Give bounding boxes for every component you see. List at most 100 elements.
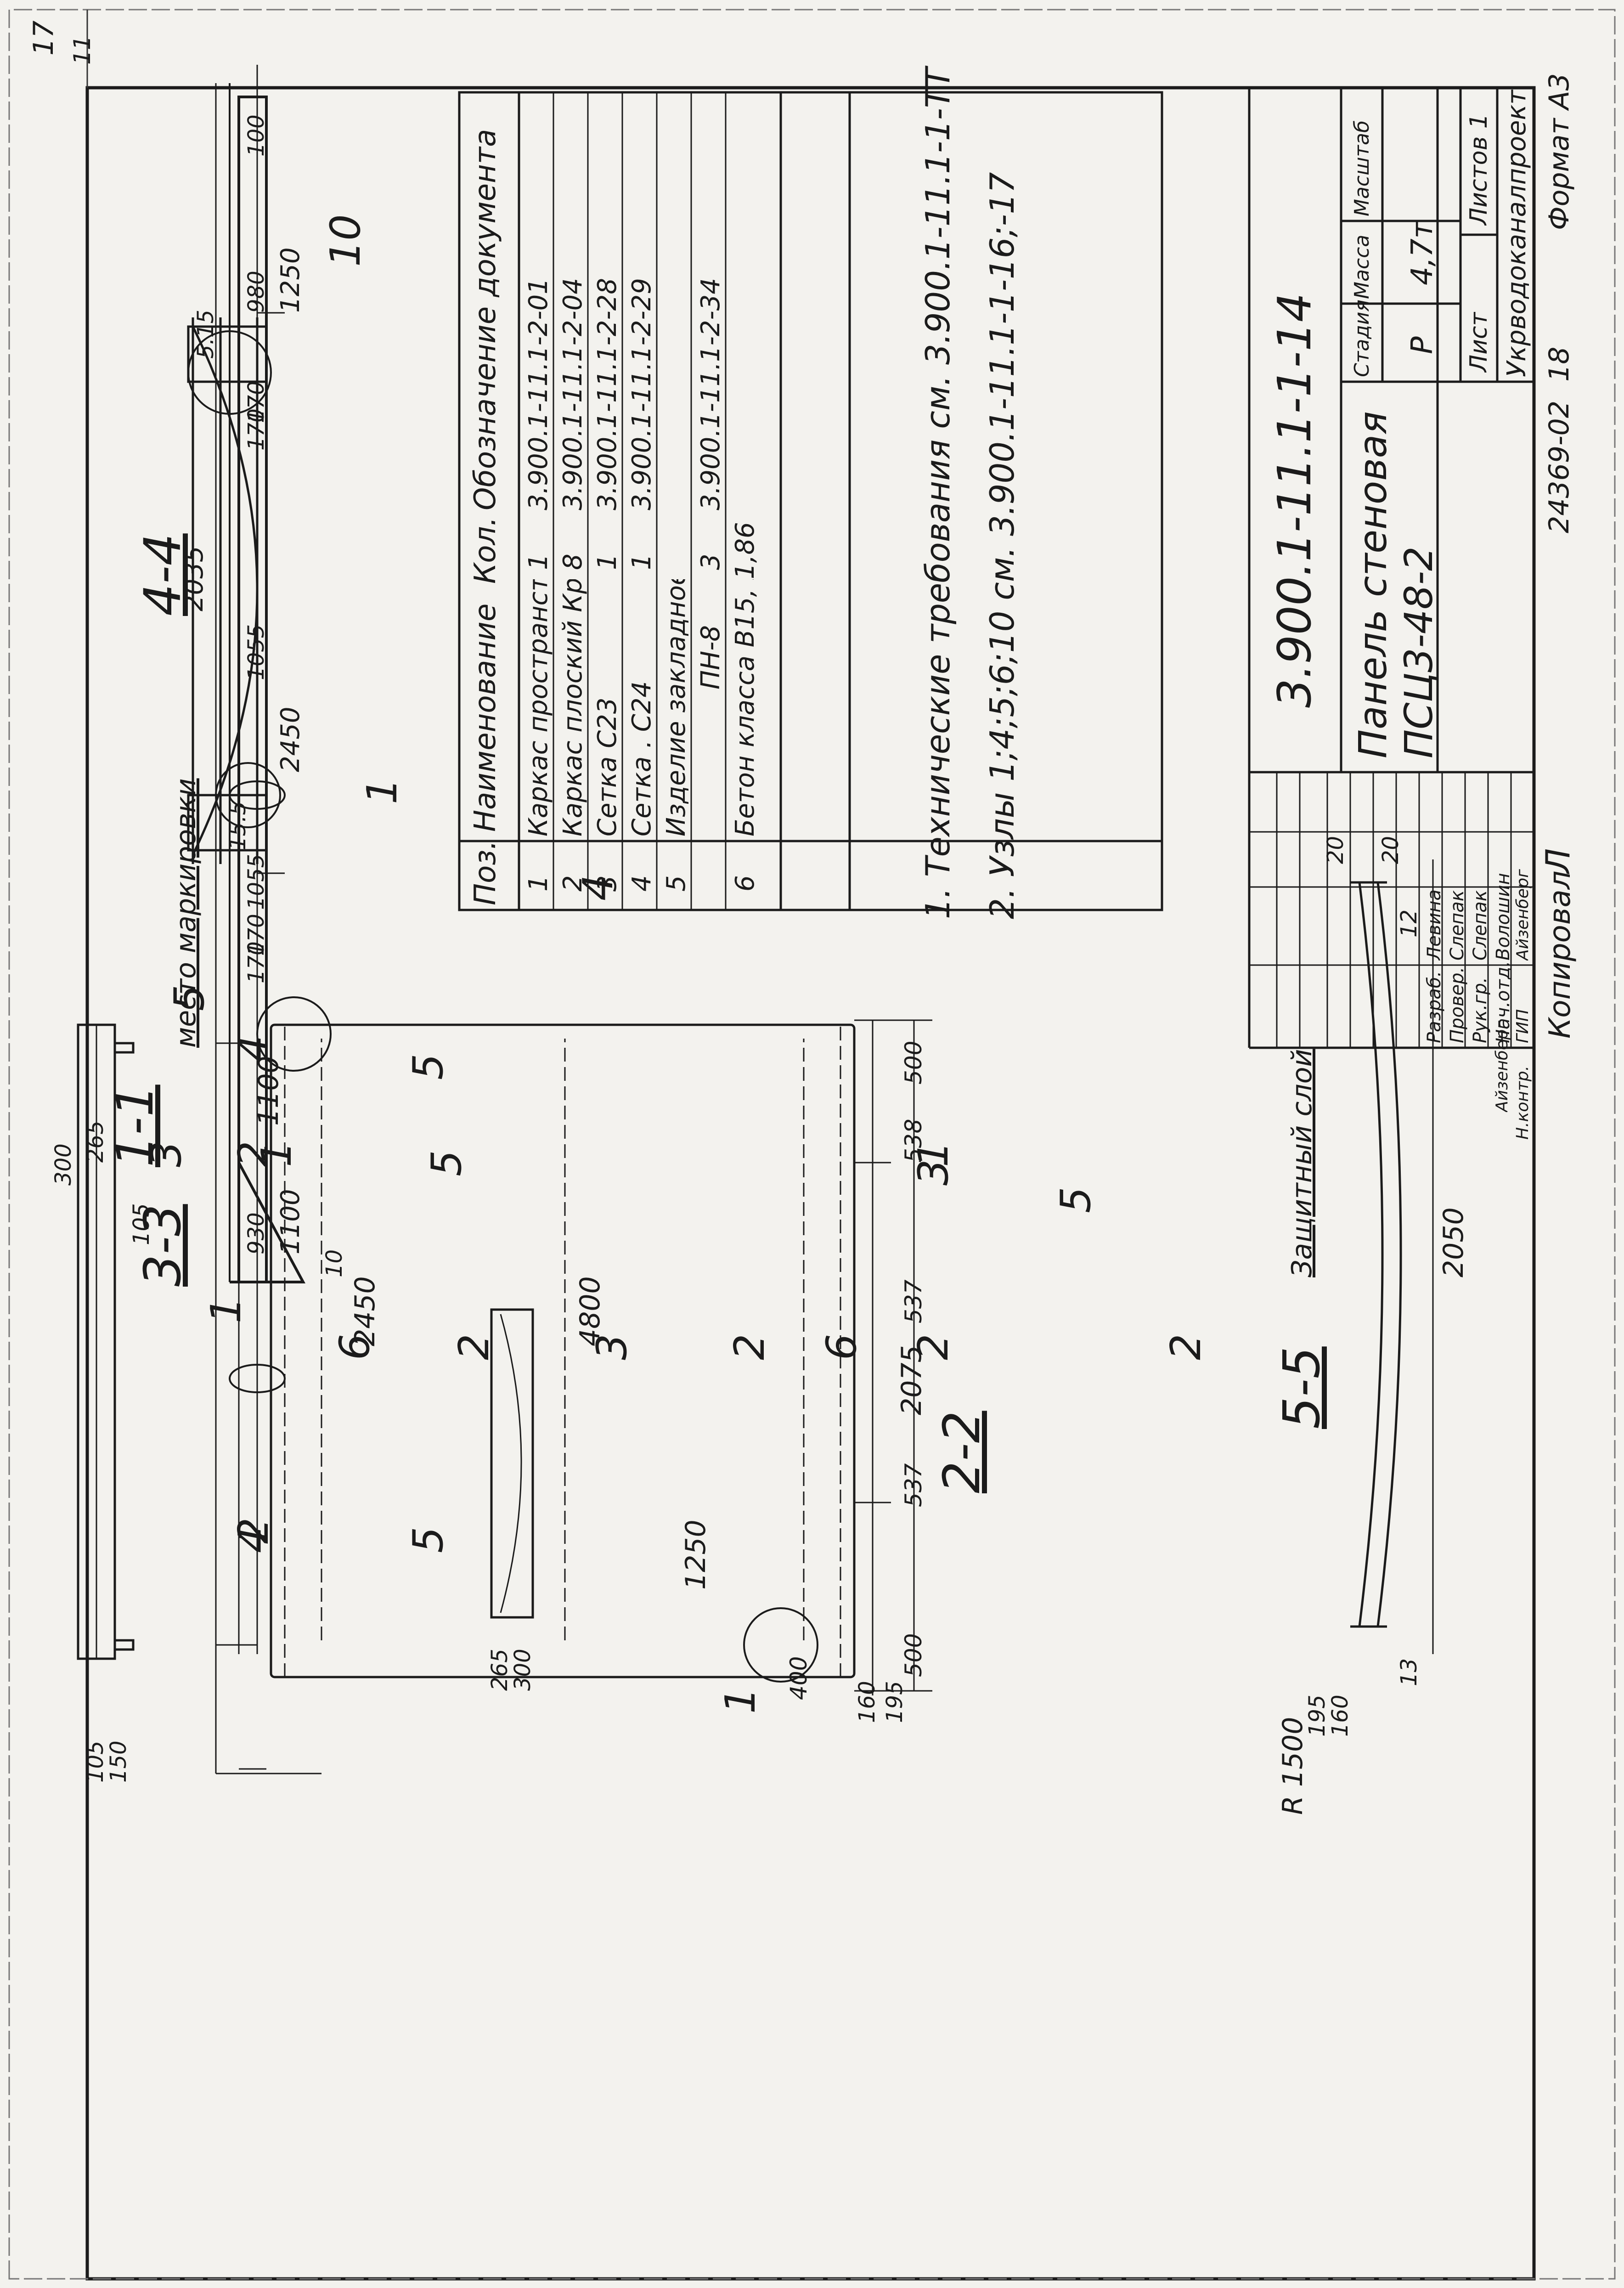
spec-row-qty: 1 (627, 554, 657, 570)
s33-callout-1: 6 (331, 1333, 379, 1360)
spec-row-doc: 3.900.1-11.1-2-29 (627, 278, 657, 510)
spec-row-name: Каркас плоский Кр4 (558, 579, 588, 836)
footer-archive: 24369-02 (1543, 401, 1575, 533)
stamp-role: Рук.гр. (1470, 977, 1491, 1043)
spec-row-qty: 3 (696, 554, 726, 570)
section-marker-3b: 3 (909, 1159, 958, 1186)
s11-dim-265: 265 (83, 1120, 108, 1163)
section-22-drawing (490, 1308, 534, 1619)
s55-dim-160: 160 (1327, 1695, 1353, 1737)
spec-row-qty: 1,86 (730, 522, 760, 579)
plan-callout-1: 1 (716, 1687, 765, 1714)
spec-header-qty: Кол. (468, 517, 502, 584)
spec-header-pos: Поз. (468, 840, 502, 905)
stamp-mass: 4,7т (1405, 221, 1439, 285)
plan-dim-seg-3: 538 (900, 1119, 927, 1163)
stamp-role-name: Слепак (1447, 890, 1468, 960)
s11-dim-150: 150 (106, 1740, 131, 1783)
spec-row-name: Изделие закладное (661, 579, 691, 836)
s11-dim-160: 160 (854, 1681, 880, 1723)
stamp-role: Провер. (1447, 966, 1468, 1043)
s33-callout-3: 3 (588, 1333, 636, 1360)
stamp-org: Укрводоканалпроект (1502, 90, 1532, 377)
stamp-header-mass: Масса (1350, 234, 1374, 299)
section-33-drawing (215, 83, 321, 1774)
s33-dim-inner-8: 100 (243, 114, 269, 157)
plan-dim-lines (216, 1019, 932, 1695)
stamp-role-name: Волошин (1493, 873, 1514, 960)
s44-dim-total: 2035 (179, 546, 209, 611)
top-margin-marks: 11 (69, 35, 96, 65)
note-2: 2. Узлы 1;4;5;6;10 см. 3.900.1-11.1-1-16… (983, 172, 1021, 919)
section-title-55: 5-5 (1272, 1346, 1331, 1429)
plan-dim-c: 1250 (680, 1520, 712, 1590)
spec-row-pos: 3 (592, 875, 622, 892)
section-55-drawing (1350, 859, 1434, 1654)
spec-row-pos: 5 (661, 875, 691, 892)
stamp-rows-grid (1249, 772, 1534, 1048)
note-1: 1. Технические требования см. 3.900.1-11… (919, 68, 957, 919)
s33-callout-0: 1 (202, 1297, 250, 1323)
section-title-22: 2-2 (932, 1411, 991, 1493)
spec-row-qty: 1 (592, 554, 622, 570)
plan-dim-a: 1100 (253, 1056, 285, 1126)
s11-dim-105a: 105 (129, 1203, 154, 1245)
stamp-sheets-label: Листов 1 (1465, 113, 1493, 226)
s33-callout-8: 5 (423, 1150, 471, 1176)
plan-dim-seg-2: 537 (900, 1279, 927, 1323)
spec-row-name: Бетон класса В15, м³ (730, 579, 760, 836)
spec-table-grid (458, 91, 1163, 911)
s33-marking-label: место маркировки (170, 778, 202, 1048)
footer-copied-sig: Л (1539, 848, 1577, 873)
s11-dim-105b: 105 (83, 1740, 108, 1783)
stamp-stage: Р (1405, 336, 1439, 354)
stamp-sheet-label: Лист (1465, 312, 1493, 373)
spec-row-doc: 3.900.1-11.1-2-01 (524, 278, 553, 510)
plan-view-drawing (256, 996, 856, 1683)
section-marker-4b: 4 (230, 1526, 278, 1553)
spec-row-doc: 3.900.1-11.1-2-04 (558, 278, 588, 510)
footer-format: Формат А3 (1543, 73, 1575, 230)
spec-row-pos: 4 (627, 875, 657, 892)
s55-dim-13: 13 (1396, 1658, 1422, 1686)
s33-callout-5: 6 (818, 1333, 866, 1360)
sheet-number: 17 (28, 20, 60, 56)
s11-dim-195: 195 (882, 1681, 908, 1723)
spec-header-name: Наименование (468, 603, 502, 832)
s55-dim-2050: 2050 (1438, 1207, 1470, 1277)
plan-dim-seg-0: 500 (900, 1633, 927, 1677)
s33-dim-outer-0: 1100 (276, 1189, 305, 1254)
stamp-role-name: Айзенберг (1493, 1021, 1511, 1112)
spec-row-name: Каркас пространственный Кп2 (524, 579, 553, 836)
plan-dim-400: 400 (785, 1656, 812, 1700)
stamp-role-name: Айзенберг (1513, 869, 1532, 960)
s33-dim-10: 10 (321, 1249, 347, 1277)
stamp-role: Н.контр. (1513, 1065, 1532, 1140)
plan-dim-seg-1: 537 (900, 1463, 927, 1507)
spec-row-pos: 1 (524, 875, 553, 892)
section-11-drawing (77, 1023, 135, 1660)
stamp-code: 3.900.1-11.1-1-14 (1268, 293, 1321, 708)
s55-dim-12: 12 (1396, 909, 1422, 938)
stamp-header-stage: Стадия (1350, 299, 1374, 377)
spec-row-qty: 8 (558, 554, 588, 570)
s55-dim-20b: 20 (1378, 836, 1404, 864)
s11-dim-300: 300 (51, 1143, 76, 1186)
footer-copied: Копировал (1543, 870, 1577, 1039)
stamp-title-1: Панель стеновая (1350, 411, 1395, 758)
spec-row-name: ПН-8 (696, 625, 726, 689)
s33-callout-2: 2 (450, 1333, 498, 1360)
s44-callout-10: 10 (321, 214, 370, 267)
s44-dim-right: 5.15 (193, 310, 219, 359)
s33-dim-inner-6: 170 (243, 381, 269, 423)
s33-dim-outer-1: 2450 (276, 706, 305, 772)
plan-dim-seg-4: 500 (900, 1040, 927, 1085)
stamp-role-name: Слепак (1470, 890, 1491, 960)
s55-protective-layer: Защитный слой (1286, 1049, 1318, 1277)
spec-row-pos: 2 (558, 875, 588, 892)
s33-dim-inner-4: 1055 (243, 624, 269, 680)
section-marker-3a: 3 (142, 1141, 191, 1167)
spec-row-lines (553, 92, 727, 910)
